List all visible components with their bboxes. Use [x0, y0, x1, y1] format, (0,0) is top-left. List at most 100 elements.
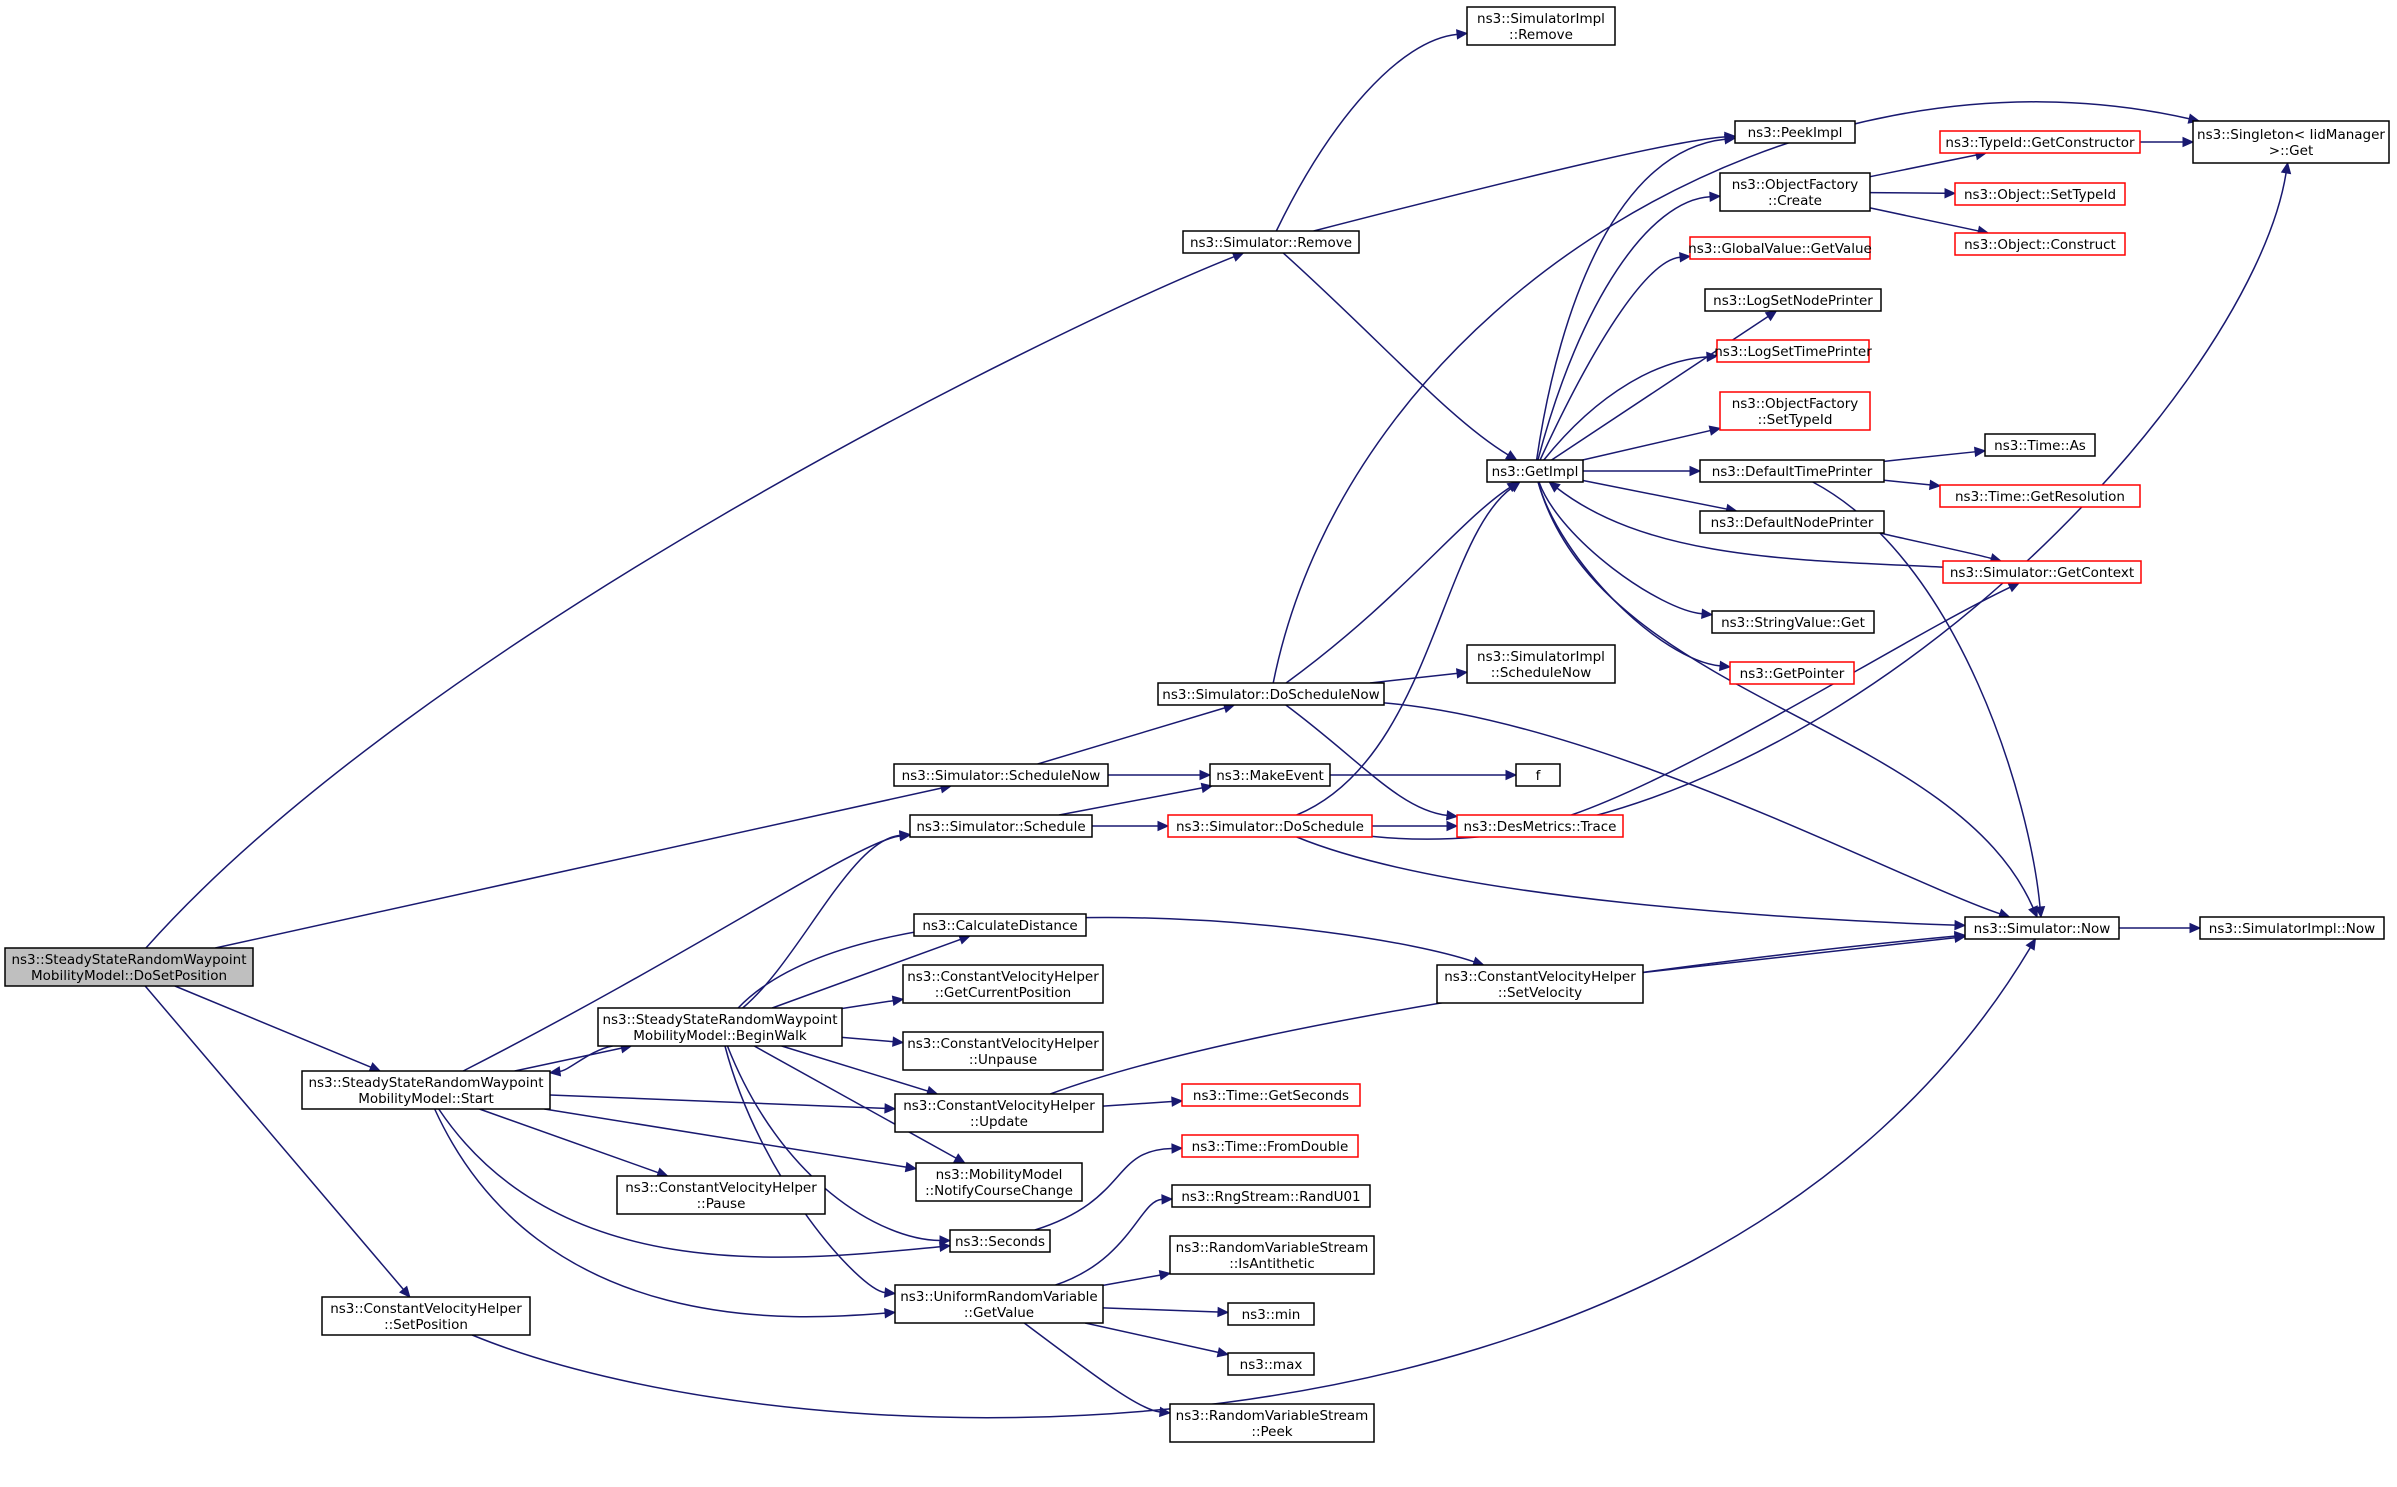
node-beginwalk[interactable]: ns3::SteadyStateRandomWaypointMobilityMo… [597, 1007, 843, 1047]
edge-ofcreate-to-objconstruct [1869, 207, 1990, 236]
edge-line [1879, 531, 1992, 560]
node-setvel[interactable]: ns3::ConstantVelocityHelper::SetVelocity [1436, 964, 1644, 1004]
node-implnow[interactable]: ns3::SimulatorImpl::Now [2199, 916, 2385, 940]
node-seconds[interactable]: ns3::Seconds [949, 1229, 1051, 1253]
edge-arrowhead [1504, 450, 1518, 461]
node-label: ::Unpause [969, 1052, 1037, 1068]
edge-line [1869, 207, 1979, 232]
node-label: ns3::ConstantVelocityHelper [625, 1180, 817, 1196]
edge-ofcreate-to-getctor [1869, 149, 1988, 178]
node-unpause[interactable]: ns3::ConstantVelocityHelper::Unpause [902, 1031, 1104, 1071]
edge-dosched-to-trace [1372, 820, 1459, 832]
node-box [1729, 661, 1855, 685]
node-implschednow[interactable]: ns3::SimulatorImpl::ScheduleNow [1466, 644, 1616, 684]
node-makeevent[interactable]: ns3::MakeEvent [1209, 763, 1331, 787]
node-timeas[interactable]: ns3::Time::As [1984, 433, 2096, 457]
node-getsec[interactable]: ns3::Time::GetSeconds [1181, 1083, 1361, 1107]
node-isanti[interactable]: ns3::RandomVariableStream::IsAntithetic [1169, 1235, 1375, 1275]
node-gvget[interactable]: ns3::GlobalValue::GetValue [1688, 236, 1872, 260]
edge-line [1371, 172, 2287, 840]
node-notify[interactable]: ns3::MobilityModel::NotifyCourseChange [915, 1162, 1083, 1202]
node-label: ns3::ConstantVelocityHelper [330, 1301, 522, 1317]
node-box [616, 1175, 826, 1215]
node-strget[interactable]: ns3::StringValue::Get [1711, 610, 1875, 634]
node-urvget[interactable]: ns3::UniformRandomVariable::GetValue [894, 1284, 1104, 1324]
node-getctx[interactable]: ns3::Simulator::GetContext [1942, 560, 2142, 584]
edge-arrowhead [891, 995, 905, 1006]
node-box [1209, 763, 1331, 787]
node-calcdist[interactable]: ns3::CalculateDistance [913, 913, 1087, 937]
node-box [1734, 120, 1856, 144]
node-update[interactable]: ns3::ConstantVelocityHelper::Update [894, 1093, 1104, 1133]
node-label: ::NotifyCourseChange [925, 1183, 1073, 1199]
node-logtime[interactable]: ns3::LogSetTimePrinter [1714, 339, 1872, 363]
node-objsettype[interactable]: ns3::Object::SetTypeId [1954, 182, 2126, 206]
node-objconstruct[interactable]: ns3::Object::Construct [1954, 232, 2126, 256]
edge-getimpl-to-deftime [1583, 465, 1702, 477]
edge-arrowhead [1708, 425, 1722, 436]
node-label: ns3::RngStream::RandU01 [1181, 1189, 1360, 1205]
edge-line [1050, 935, 1956, 1095]
node-getimpl[interactable]: ns3::GetImpl [1486, 459, 1584, 483]
node-box [1719, 172, 1871, 212]
node-box [1699, 510, 1885, 534]
node-dosnow[interactable]: ns3::Simulator::DoScheduleNow [1157, 682, 1385, 706]
node-simremove[interactable]: ns3::Simulator::Remove [1182, 230, 1360, 254]
node-ofsettype[interactable]: ns3::ObjectFactory::SetTypeId [1719, 391, 1871, 431]
edge-urvget-to-max [1084, 1322, 1230, 1358]
node-peek[interactable]: ns3::RandomVariableStream::Peek [1169, 1403, 1375, 1443]
node-getcurpos[interactable]: ns3::ConstantVelocityHelper::GetCurrentP… [902, 964, 1104, 1004]
node-setpos[interactable]: ns3::ConstantVelocityHelper::SetPosition [321, 1296, 531, 1336]
node-trace[interactable]: ns3::DesMetrics::Trace [1456, 814, 1624, 838]
edge-arrowhead [368, 1062, 382, 1072]
edge-urvget-to-randu01 [1055, 1194, 1174, 1286]
node-getres[interactable]: ns3::Time::GetResolution [1939, 484, 2141, 508]
node-peekimpl[interactable]: ns3::PeekImpl [1734, 120, 1856, 144]
node-fromdouble[interactable]: ns3::Time::FromDouble [1181, 1134, 1359, 1158]
node-f[interactable]: f [1515, 763, 1561, 787]
node-ofcreate[interactable]: ns3::ObjectFactory::Create [1719, 172, 1871, 212]
node-box [321, 1296, 531, 1336]
edge-line [1102, 1307, 1219, 1313]
edge-deftime-to-simnow [1812, 481, 2046, 919]
node-schedule[interactable]: ns3::Simulator::Schedule [909, 814, 1093, 838]
edge-simremove-to-getimpl [1282, 252, 1518, 461]
node-box [894, 1284, 1104, 1324]
node-randu01[interactable]: ns3::RngStream::RandU01 [1171, 1184, 1371, 1208]
node-label: ns3::ObjectFactory [1732, 396, 1859, 412]
node-box [1704, 288, 1882, 312]
node-cvpause[interactable]: ns3::ConstantVelocityHelper::Pause [616, 1175, 826, 1215]
node-min[interactable]: ns3::min [1227, 1302, 1315, 1326]
edge-arrowhead [1505, 769, 1518, 781]
edge-getimpl-to-logtime [1543, 351, 1719, 461]
edge-makeevent-to-f [1330, 769, 1518, 781]
edge-beginwalk-to-getcurpos [841, 995, 905, 1010]
node-label: ns3::RandomVariableStream [1176, 1408, 1369, 1424]
edge-line [1296, 487, 1513, 816]
node-label: ns3::GlobalValue::GetValue [1688, 241, 1872, 257]
node-label: ns3::DesMetrics::Trace [1464, 819, 1617, 835]
edge-arrowhead [892, 1036, 905, 1047]
node-getctor[interactable]: ns3::TypeId::GetConstructor [1939, 130, 2141, 154]
node-defnode[interactable]: ns3::DefaultNodePrinter [1699, 510, 1885, 534]
node-max[interactable]: ns3::max [1227, 1352, 1315, 1376]
node-singleton[interactable]: ns3::Singleton< IidManager>::Get [2192, 120, 2390, 164]
node-dosched[interactable]: ns3::Simulator::DoSchedule [1167, 814, 1373, 838]
edge-arrowhead [1548, 481, 1561, 493]
node-getptr[interactable]: ns3::GetPointer [1729, 661, 1855, 685]
node-box [597, 1007, 843, 1047]
node-start[interactable]: ns3::SteadyStateRandomWaypointMobilityMo… [301, 1070, 551, 1110]
node-simnow[interactable]: ns3::Simulator::Now [1964, 916, 2120, 940]
edge-getimpl-to-strget [1538, 481, 1714, 620]
edge-arrowhead [884, 1287, 897, 1298]
edge-line [559, 1045, 613, 1073]
edge-line [1812, 481, 2041, 908]
node-lognode[interactable]: ns3::LogSetNodePrinter [1704, 288, 1882, 312]
edge-dosnow-to-implschednow [1369, 668, 1469, 684]
node-deftime[interactable]: ns3::DefaultTimePrinter [1699, 459, 1885, 483]
node-label: ns3::ObjectFactory [1732, 177, 1859, 193]
node-schednow[interactable]: ns3::Simulator::ScheduleNow [893, 763, 1109, 787]
node-box [1942, 560, 2142, 584]
edge-line [471, 947, 2031, 1419]
node-implremove[interactable]: ns3::SimulatorImpl::Remove [1466, 6, 1616, 46]
